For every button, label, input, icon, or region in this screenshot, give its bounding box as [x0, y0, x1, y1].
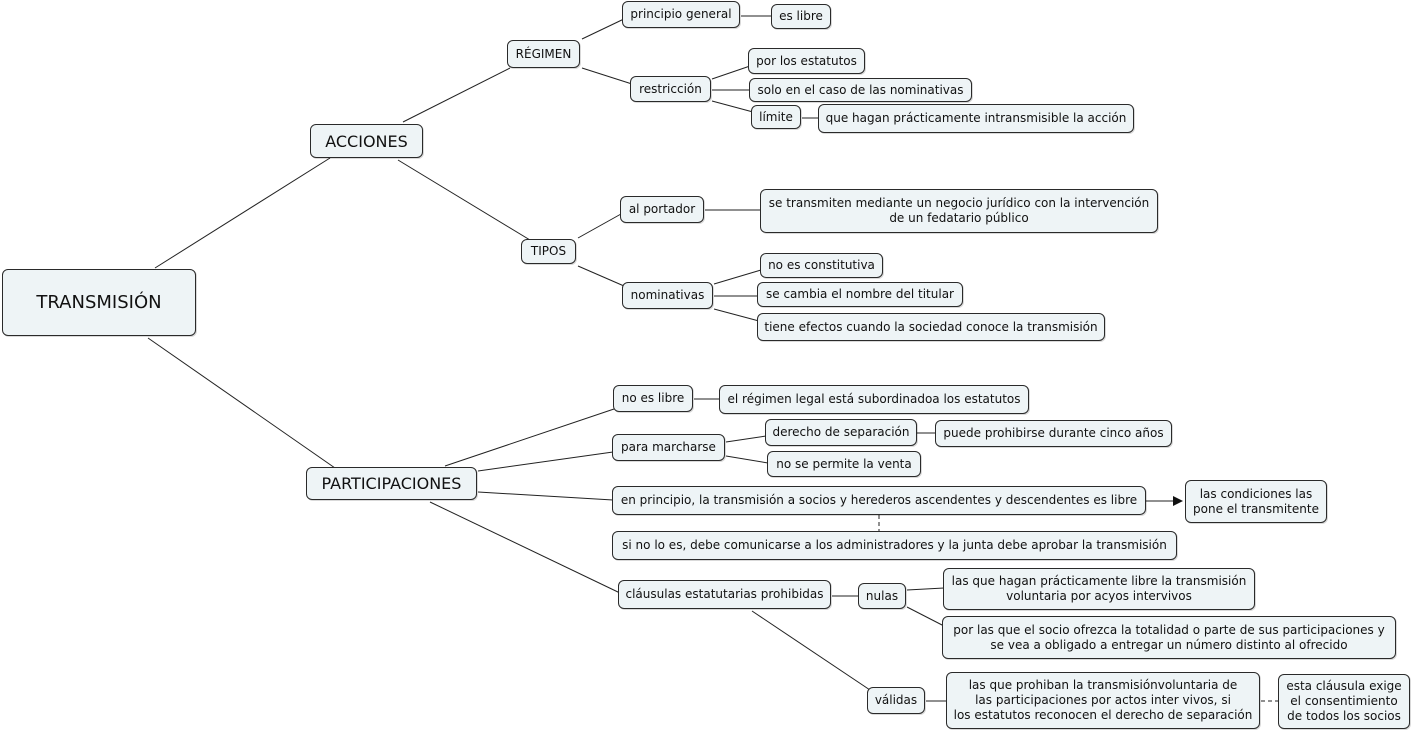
- node-es-libre: es libre: [771, 4, 831, 29]
- link-nominativas-noconstitutiva: [713, 269, 762, 285]
- node-cambia-nombre: se cambia el nombre del titular: [757, 282, 963, 307]
- link-participaciones-marcharse: [477, 451, 614, 472]
- node-prohiban-transmision: las que prohiban la transmisiónvoluntari…: [946, 672, 1260, 729]
- node-no-es-libre: no es libre: [613, 385, 693, 412]
- node-participaciones: PARTICIPACIONES: [306, 467, 477, 500]
- node-por-los-estatutos: por los estatutos: [748, 48, 865, 74]
- link-tipos-nominativas: [577, 265, 625, 287]
- node-no-constitutiva: no es constitutiva: [760, 253, 883, 278]
- link-regimen-restriccion: [581, 67, 633, 85]
- link-transmision-acciones: [154, 157, 331, 269]
- node-tipos: TIPOS: [521, 239, 576, 264]
- link-acciones-regimen: [402, 67, 511, 123]
- node-transmision: TRANSMISIÓN: [2, 269, 196, 336]
- link-restriccion-estatutos: [711, 65, 751, 80]
- link-restriccion-limite: [711, 100, 754, 113]
- node-si-no-lo-es: si no lo es, debe comunicarse a los admi…: [612, 531, 1177, 560]
- node-acciones: ACCIONES: [310, 124, 423, 158]
- link-participaciones-clausulas: [429, 501, 621, 594]
- node-regimen-legal: el régimen legal está subordinadoa los e…: [719, 385, 1029, 414]
- node-principio-general: principio general: [622, 1, 740, 28]
- link-transmision-participaciones: [147, 337, 336, 469]
- link-acciones-tipos: [397, 159, 531, 241]
- node-clausulas-prohibidas: cláusulas estatutarias prohibidas: [618, 580, 831, 609]
- node-nominativas: nominativas: [622, 282, 713, 309]
- node-efectos-sociedad: tiene efectos cuando la sociedad conoce …: [757, 313, 1105, 341]
- node-derecho-separacion: derecho de separación: [765, 419, 917, 446]
- node-intransmisible: que hagan prácticamente intransmisible l…: [818, 104, 1134, 133]
- link-marcharse-separacion: [725, 435, 767, 443]
- node-validas: válidas: [867, 687, 925, 714]
- node-limite: límite: [751, 105, 801, 129]
- link-nominativas-efectos: [713, 308, 760, 322]
- node-regimen: RÉGIMEN: [507, 40, 580, 68]
- link-regimen-principio: [581, 17, 627, 40]
- node-negocio-juridico: se transmiten mediante un negocio jurídi…: [760, 189, 1158, 233]
- link-participaciones-noeslibre: [444, 408, 615, 467]
- link-marcharse-venta: [725, 455, 769, 464]
- link-tipos-portador: [577, 213, 622, 239]
- node-prohibirse-cinco: puede prohibirse durante cinco años: [935, 420, 1172, 447]
- node-restriccion: restricción: [630, 76, 711, 102]
- node-al-portador: al portador: [620, 196, 704, 223]
- node-libre-voluntaria: las que hagan prácticamente libre la tra…: [943, 568, 1255, 610]
- node-nulas: nulas: [858, 583, 906, 609]
- link-participaciones-enprincipio: [477, 491, 614, 501]
- link-nulas-librevoluntaria: [906, 587, 945, 591]
- node-condiciones: las condiciones las pone el transmitente: [1185, 480, 1327, 523]
- node-no-se-permite-venta: no se permite la venta: [767, 451, 921, 477]
- node-en-principio: en principio, la transmisión a socios y …: [612, 486, 1146, 515]
- node-totalidad-parte: por las que el socio ofrezca la totalida…: [942, 616, 1396, 659]
- node-consentimiento: esta cláusula exige el consentimiento de…: [1278, 674, 1410, 729]
- node-para-marcharse: para marcharse: [612, 434, 725, 461]
- link-clausulas-validas: [751, 610, 871, 691]
- node-solo-nominativas: solo en el caso de las nominativas: [749, 78, 972, 102]
- link-nulas-totalidad: [906, 606, 945, 627]
